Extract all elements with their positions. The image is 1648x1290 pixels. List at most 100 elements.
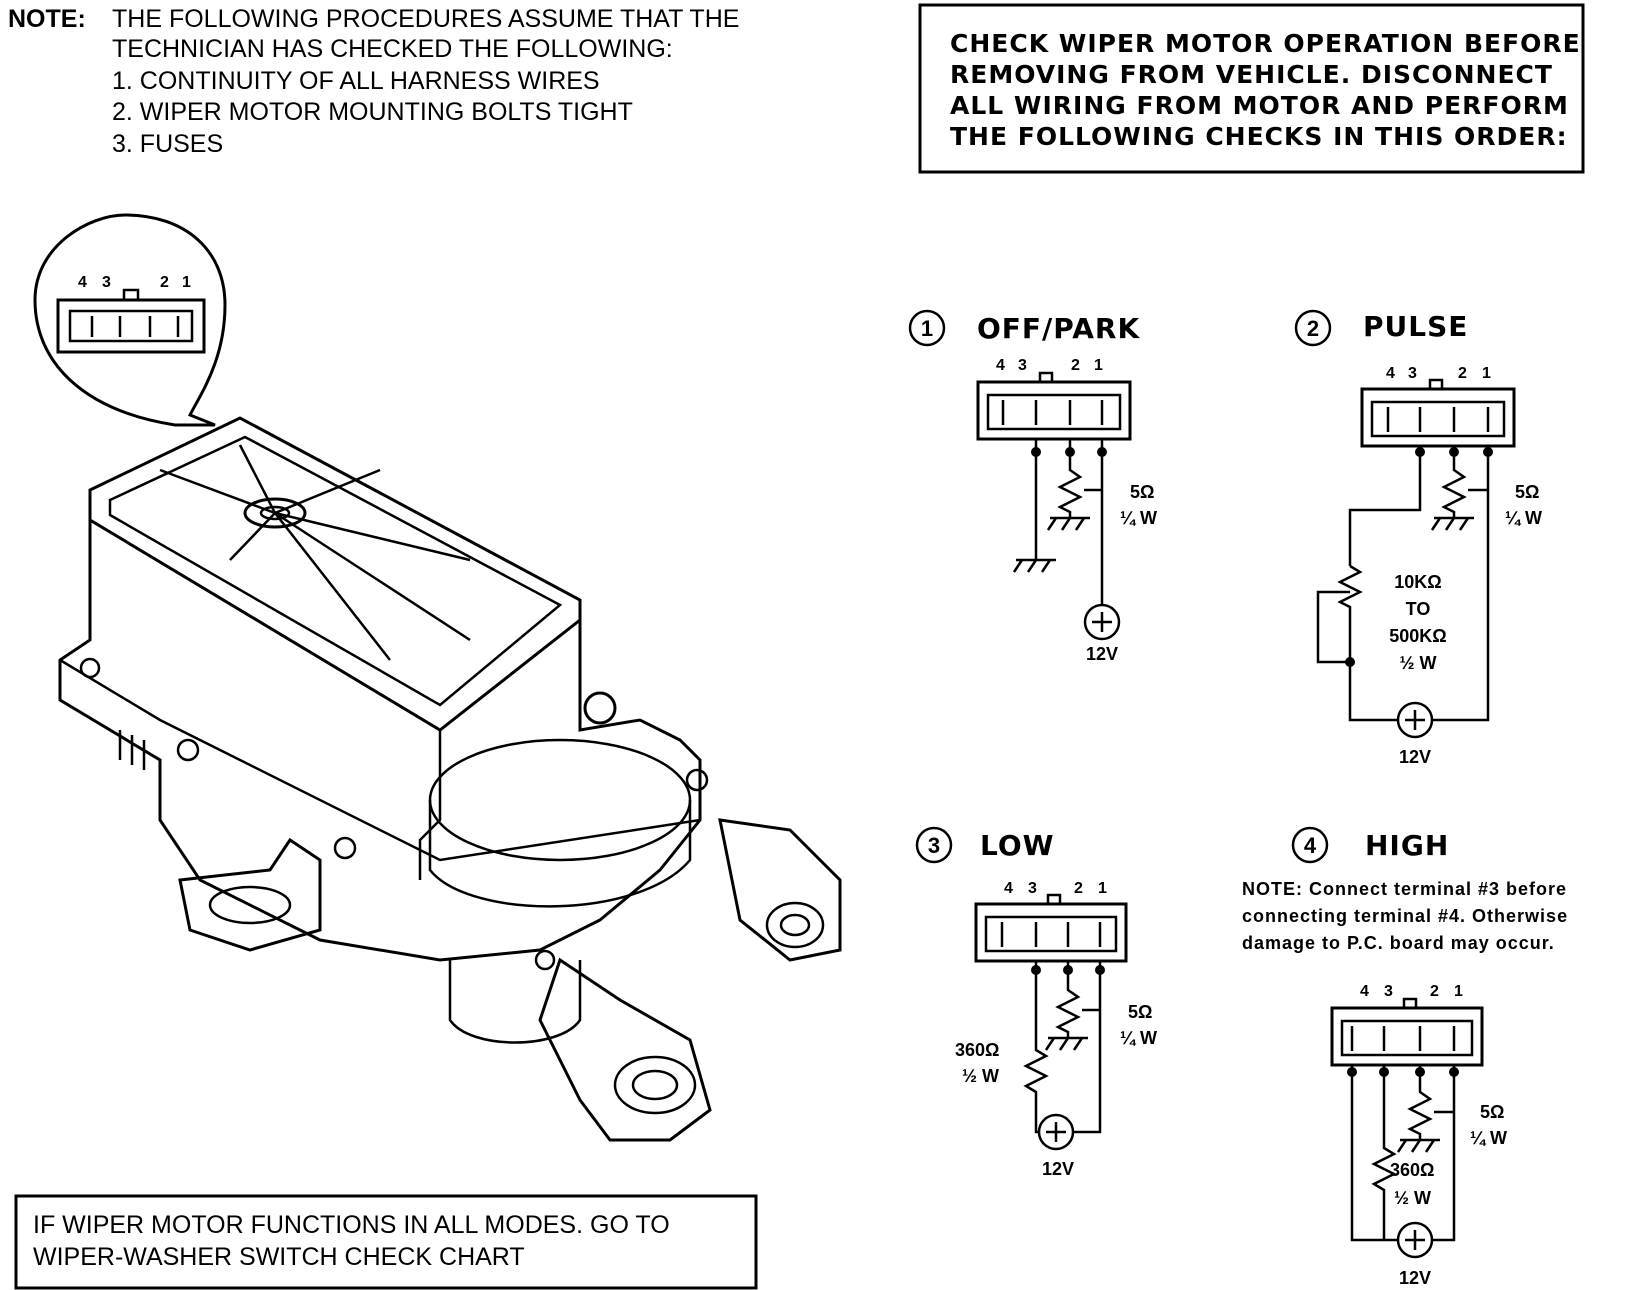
step-3-number: 3 — [928, 833, 940, 858]
check-line-4: THE FOLLOWING CHECKS IN THIS ORDER: — [950, 122, 1568, 151]
step-3-pin-3: 3 — [1028, 880, 1037, 897]
step-4-battery — [1396, 1221, 1434, 1259]
cover-center-hub — [243, 497, 307, 529]
note-label: NOTE: — [8, 5, 86, 33]
step-2-pin-2: 2 — [1458, 365, 1467, 382]
check-box-frame — [918, 3, 1585, 174]
step-1-pin-2: 2 — [1071, 357, 1080, 374]
mount-screw-2 — [176, 738, 200, 762]
note-item-2: 2. WIPER MOTOR MOUNTING BOLTS TIGHT — [112, 98, 633, 126]
step-4-series-resistor-wattage: ½ W — [1394, 1188, 1431, 1208]
step-4-note-line-1: NOTE: Connect terminal #3 before — [1242, 879, 1567, 899]
motor-housing — [58, 520, 702, 962]
step-1-resistor-value: 5Ω — [1130, 482, 1154, 502]
step-3-battery — [1037, 1113, 1075, 1151]
step-1-pin-4: 4 — [996, 357, 1005, 374]
check-line-3: ALL WIRING FROM MOTOR AND PERFORM — [950, 91, 1569, 120]
note-item-3: 3. FUSES — [112, 130, 223, 158]
step-2-pot-line-1: 10KΩ — [1394, 572, 1441, 592]
step-4-resistor-wattage: ¼ W — [1470, 1128, 1507, 1148]
step-2-potentiometer — [1337, 564, 1363, 662]
step-2-voltage: 12V — [1399, 747, 1431, 767]
step-2-pin-1: 1 — [1482, 365, 1491, 382]
step-1-battery — [1083, 603, 1121, 641]
step-3-pin-2: 2 — [1074, 880, 1083, 897]
step-4-series-resistor — [1371, 1065, 1397, 1240]
step-1-resistor — [1057, 439, 1083, 518]
bottom-line-1: IF WIPER MOTOR FUNCTIONS IN ALL MODES. G… — [33, 1211, 670, 1239]
step-1-connector — [976, 380, 1132, 441]
step-2-pot-line-2: TO — [1406, 599, 1431, 619]
step-3-resistor-value: 5Ω — [1128, 1002, 1152, 1022]
step-3-number-circle — [915, 826, 953, 864]
note-line-2: TECHNICIAN HAS CHECKED THE FOLLOWING: — [112, 35, 673, 63]
callout-pin-1: 1 — [182, 274, 191, 291]
step-2-pot-line-3: 500KΩ — [1389, 626, 1446, 646]
motor-cover — [88, 416, 582, 732]
step-4-connector — [1330, 1006, 1484, 1067]
step-3-series-resistor-value: 360Ω — [955, 1040, 999, 1060]
mount-screw-1 — [583, 691, 617, 725]
step-4-resistor — [1407, 1065, 1433, 1140]
step-4-pin-1: 1 — [1454, 983, 1463, 1000]
mount-screw-3 — [685, 768, 709, 792]
step-4-number-circle — [1291, 826, 1329, 864]
step-2-number: 2 — [1307, 316, 1319, 341]
step-1-ground-symbol — [1012, 558, 1056, 573]
step-2-pulse: 2 PULSE 4 3 2 1 5Ω ¼ W 10KΩ TO 500KΩ ½ W — [1294, 309, 1542, 767]
step-3-series-resistor — [1023, 961, 1049, 1134]
right-mount-bracket — [718, 818, 842, 962]
check-line-2: REMOVING FROM VEHICLE. DISCONNECT — [950, 60, 1553, 89]
bottom-mount-foot — [538, 957, 712, 1142]
bottom-box-frame — [14, 1194, 758, 1290]
step-4-resistor-value: 5Ω — [1480, 1102, 1504, 1122]
step-4-high: 4 HIGH NOTE: Connect terminal #3 before … — [1242, 826, 1568, 1288]
callout-pin-2: 2 — [160, 274, 169, 291]
wiper-motor-illustration: 4 3 2 1 — [33, 213, 842, 1142]
step-3-title: LOW — [980, 829, 1055, 862]
step-1-off-park: 1 OFF/PARK 4 3 2 1 5Ω ¼ W 12V — [908, 309, 1157, 664]
step-2-number-circle — [1294, 309, 1332, 347]
step-3-resistor-wattage: ¼ W — [1120, 1028, 1157, 1048]
step-2-title: PULSE — [1363, 310, 1468, 343]
step-1-title: OFF/PARK — [977, 312, 1140, 345]
step-1-number: 1 — [921, 316, 933, 341]
step-1-number-circle — [908, 309, 946, 347]
procedure-note: NOTE: THE FOLLOWING PROCEDURES ASSUME TH… — [8, 5, 739, 158]
step-2-pin-3: 3 — [1408, 365, 1417, 382]
step-3-low: 3 LOW 4 3 2 1 5Ω ¼ W 360Ω ½ W 12V — [915, 826, 1157, 1179]
left-mount-bracket — [178, 837, 322, 952]
callout-pin-3: 3 — [102, 274, 111, 291]
step-1-resistor-wattage: ¼ W — [1120, 508, 1157, 528]
step-3-series-resistor-wattage: ½ W — [962, 1066, 999, 1086]
step-4-number: 4 — [1304, 833, 1317, 858]
mount-screw-5 — [534, 949, 556, 971]
callout-pin-4: 4 — [78, 274, 87, 291]
mount-screw-4 — [333, 836, 357, 860]
step-1-voltage: 12V — [1086, 644, 1118, 664]
step-2-connector — [1360, 387, 1516, 448]
step-1-pin-1: 1 — [1094, 357, 1103, 374]
note-item-1: 1. CONTINUITY OF ALL HARNESS WIRES — [112, 67, 600, 95]
step-2-resistor-value: 5Ω — [1515, 482, 1539, 502]
step-4-pin-4: 4 — [1360, 983, 1369, 1000]
step-3-voltage: 12V — [1042, 1159, 1074, 1179]
step-3-connector — [974, 902, 1128, 963]
step-3-pin-1: 1 — [1098, 880, 1107, 897]
step-1-pin-3: 3 — [1018, 357, 1027, 374]
check-line-1: CHECK WIPER MOTOR OPERATION BEFORE — [950, 29, 1581, 58]
step-3-resistor — [1055, 961, 1081, 1038]
step-4-note-line-2: connecting terminal #4. Otherwise — [1242, 906, 1568, 926]
step-2-resistor — [1441, 446, 1467, 518]
step-3-pin-4: 4 — [1004, 880, 1013, 897]
step-4-voltage: 12V — [1399, 1268, 1431, 1288]
step-4-series-resistor-value: 360Ω — [1390, 1160, 1434, 1180]
step-2-pot-line-4: ½ W — [1399, 653, 1436, 673]
step-4-pin-3: 3 — [1384, 983, 1393, 1000]
bottom-instruction-box: IF WIPER MOTOR FUNCTIONS IN ALL MODES. G… — [14, 1194, 758, 1290]
step-4-pin-2: 2 — [1430, 983, 1439, 1000]
step-2-resistor-wattage: ¼ W — [1505, 508, 1542, 528]
step-2-battery — [1396, 701, 1434, 739]
connector-callout-bubble — [33, 213, 227, 427]
